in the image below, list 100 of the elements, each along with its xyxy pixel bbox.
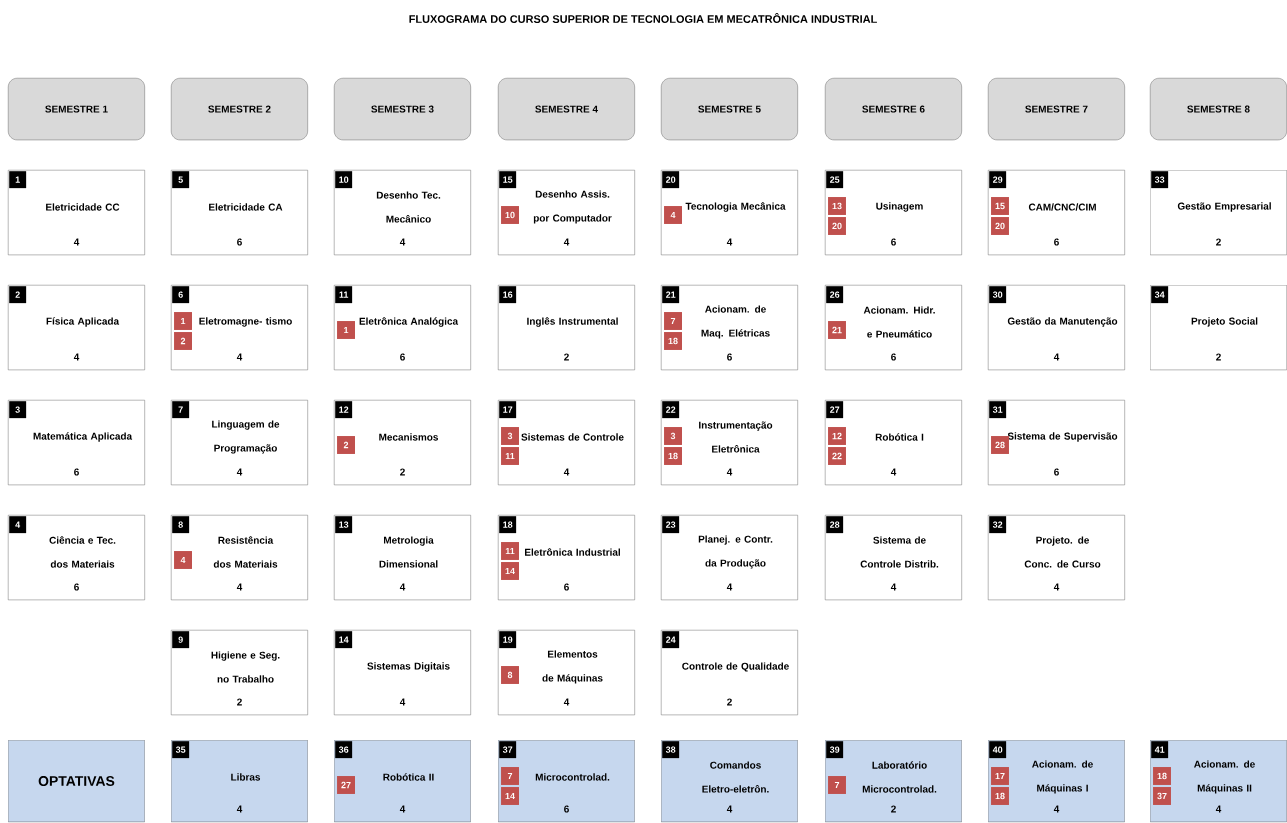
- prerequisite-badge: 18: [664, 447, 682, 465]
- node-label: 4: [236, 353, 243, 361]
- node-label: 4: [236, 805, 243, 813]
- number-badge: 31: [989, 401, 1007, 419]
- node-label: Mecanismos: [379, 433, 438, 441]
- number-badge: 15: [499, 171, 517, 189]
- node-label: 6: [1054, 468, 1059, 476]
- node-label: 2: [1216, 353, 1221, 361]
- prerequisite-badge: 11: [501, 447, 519, 465]
- node-label: Eletromagne- tismo: [199, 317, 292, 327]
- number-badge: 18: [499, 516, 517, 534]
- number-badge: 24: [662, 631, 680, 649]
- number-badge: 16: [499, 286, 517, 304]
- semester-header: SEMESTRE 8: [1150, 78, 1287, 141]
- number-badge: 23: [662, 516, 680, 534]
- node-label: 2: [564, 353, 569, 361]
- node-label: Libras: [231, 773, 261, 781]
- number-badge: 19: [499, 631, 517, 649]
- node-label: 4: [890, 468, 897, 476]
- prerequisite-badge: 17: [991, 767, 1009, 785]
- number-badge: 10: [335, 171, 353, 189]
- prerequisite-badge: 15: [991, 197, 1009, 215]
- node-label: Gestão Empresarial: [1177, 202, 1271, 212]
- prerequisite-badge: 3: [664, 427, 682, 445]
- node-label: Controle de Qualidade: [682, 662, 789, 672]
- node-label: Sistema de Supervisão: [1007, 432, 1118, 442]
- number-badge: 34: [1151, 286, 1169, 304]
- number-badge: 9: [172, 631, 190, 649]
- node-label: Inglês Instrumental: [527, 317, 618, 327]
- number-badge: 22: [662, 401, 680, 419]
- node-label: Eletricidade CA: [209, 203, 283, 211]
- prerequisite-badge: 37: [1153, 787, 1171, 805]
- prerequisite-badge: 21: [828, 321, 846, 339]
- prerequisite-badge: 28: [991, 436, 1009, 454]
- semester-header: SEMESTRE 6: [825, 78, 962, 141]
- node-label: Projeto Social: [1191, 317, 1258, 327]
- number-badge: 14: [335, 631, 353, 649]
- node-label: 6: [891, 238, 896, 246]
- prerequisite-badge: 1: [174, 312, 192, 330]
- prerequisite-badge: 20: [828, 217, 846, 235]
- semester-header: SEMESTRE 7: [988, 78, 1125, 141]
- node-label: 6: [1054, 238, 1059, 246]
- prerequisite-badge: 18: [991, 787, 1009, 805]
- number-badge: 36: [335, 741, 353, 759]
- node-label: 4: [73, 353, 80, 361]
- prerequisite-badge: 4: [174, 551, 192, 569]
- number-badge: 38: [662, 741, 680, 759]
- semester-header: SEMESTRE 3: [334, 78, 471, 141]
- prerequisite-badge: 4: [664, 206, 682, 224]
- node-label: CAM/CNC/CIM: [1028, 203, 1096, 211]
- node-label: Tecnologia Mecânica: [685, 202, 786, 212]
- prerequisite-badge: 7: [664, 312, 682, 330]
- number-badge: 3: [9, 401, 27, 419]
- prerequisite-badge: 14: [501, 787, 519, 805]
- node-label: 4: [399, 698, 406, 706]
- node-label: 4: [1053, 353, 1060, 361]
- prerequisite-badge: 7: [828, 776, 846, 794]
- semester-header: SEMESTRE 4: [498, 78, 635, 141]
- node-label: Matemática Aplicada: [33, 432, 133, 442]
- node-label: 4: [726, 238, 733, 246]
- node-label: Sistemas de Controle: [521, 433, 624, 441]
- node-label: Gestão da Manutenção: [1007, 317, 1118, 327]
- prerequisite-badge: 7: [501, 767, 519, 785]
- number-badge: 20: [662, 171, 680, 189]
- node-label: 6: [564, 583, 569, 591]
- number-badge: 33: [1151, 171, 1169, 189]
- number-badge: 39: [826, 741, 844, 759]
- prerequisite-badge: 18: [664, 332, 682, 350]
- prerequisite-badge: 10: [501, 206, 519, 224]
- number-badge: 8: [172, 516, 190, 534]
- node-label: Eletricidade CC: [46, 203, 120, 211]
- prerequisite-badge: 14: [501, 562, 519, 580]
- semester-header: SEMESTRE 5: [661, 78, 798, 141]
- number-badge: 28: [826, 516, 844, 534]
- number-badge: 6: [172, 286, 190, 304]
- number-badge: 32: [989, 516, 1007, 534]
- number-badge: 37: [499, 741, 517, 759]
- node-label: Eletrônica Industrial: [525, 548, 620, 556]
- node-label: Usinagem: [876, 202, 923, 212]
- number-badge: 30: [989, 286, 1007, 304]
- number-badge: 25: [826, 171, 844, 189]
- node-label: 2: [1216, 238, 1221, 246]
- number-badge: 12: [335, 401, 353, 419]
- node-label: 6: [237, 238, 242, 246]
- number-badge: 35: [172, 741, 190, 759]
- number-badge: 29: [989, 171, 1007, 189]
- node-label: 2: [400, 468, 405, 476]
- prerequisite-badge: 18: [1153, 767, 1171, 785]
- node-label: 6: [400, 353, 405, 361]
- number-badge: 13: [335, 516, 353, 534]
- title: FLUXOGRAMA DO CURSO SUPERIOR DE TECNOLOGIA EM MECATRÔNICA INDUSTRIAL: [409, 13, 877, 23]
- prerequisite-badge: 22: [828, 447, 846, 465]
- number-badge: 26: [826, 286, 844, 304]
- semester-header: SEMESTRE 1: [8, 78, 145, 141]
- optional-box: OPTATIVAS: [8, 740, 145, 823]
- number-badge: 1: [9, 171, 27, 189]
- prerequisite-badge: 12: [828, 427, 846, 445]
- number-badge: 17: [499, 401, 517, 419]
- semester-header: SEMESTRE 2: [171, 78, 308, 141]
- number-badge: 27: [826, 401, 844, 419]
